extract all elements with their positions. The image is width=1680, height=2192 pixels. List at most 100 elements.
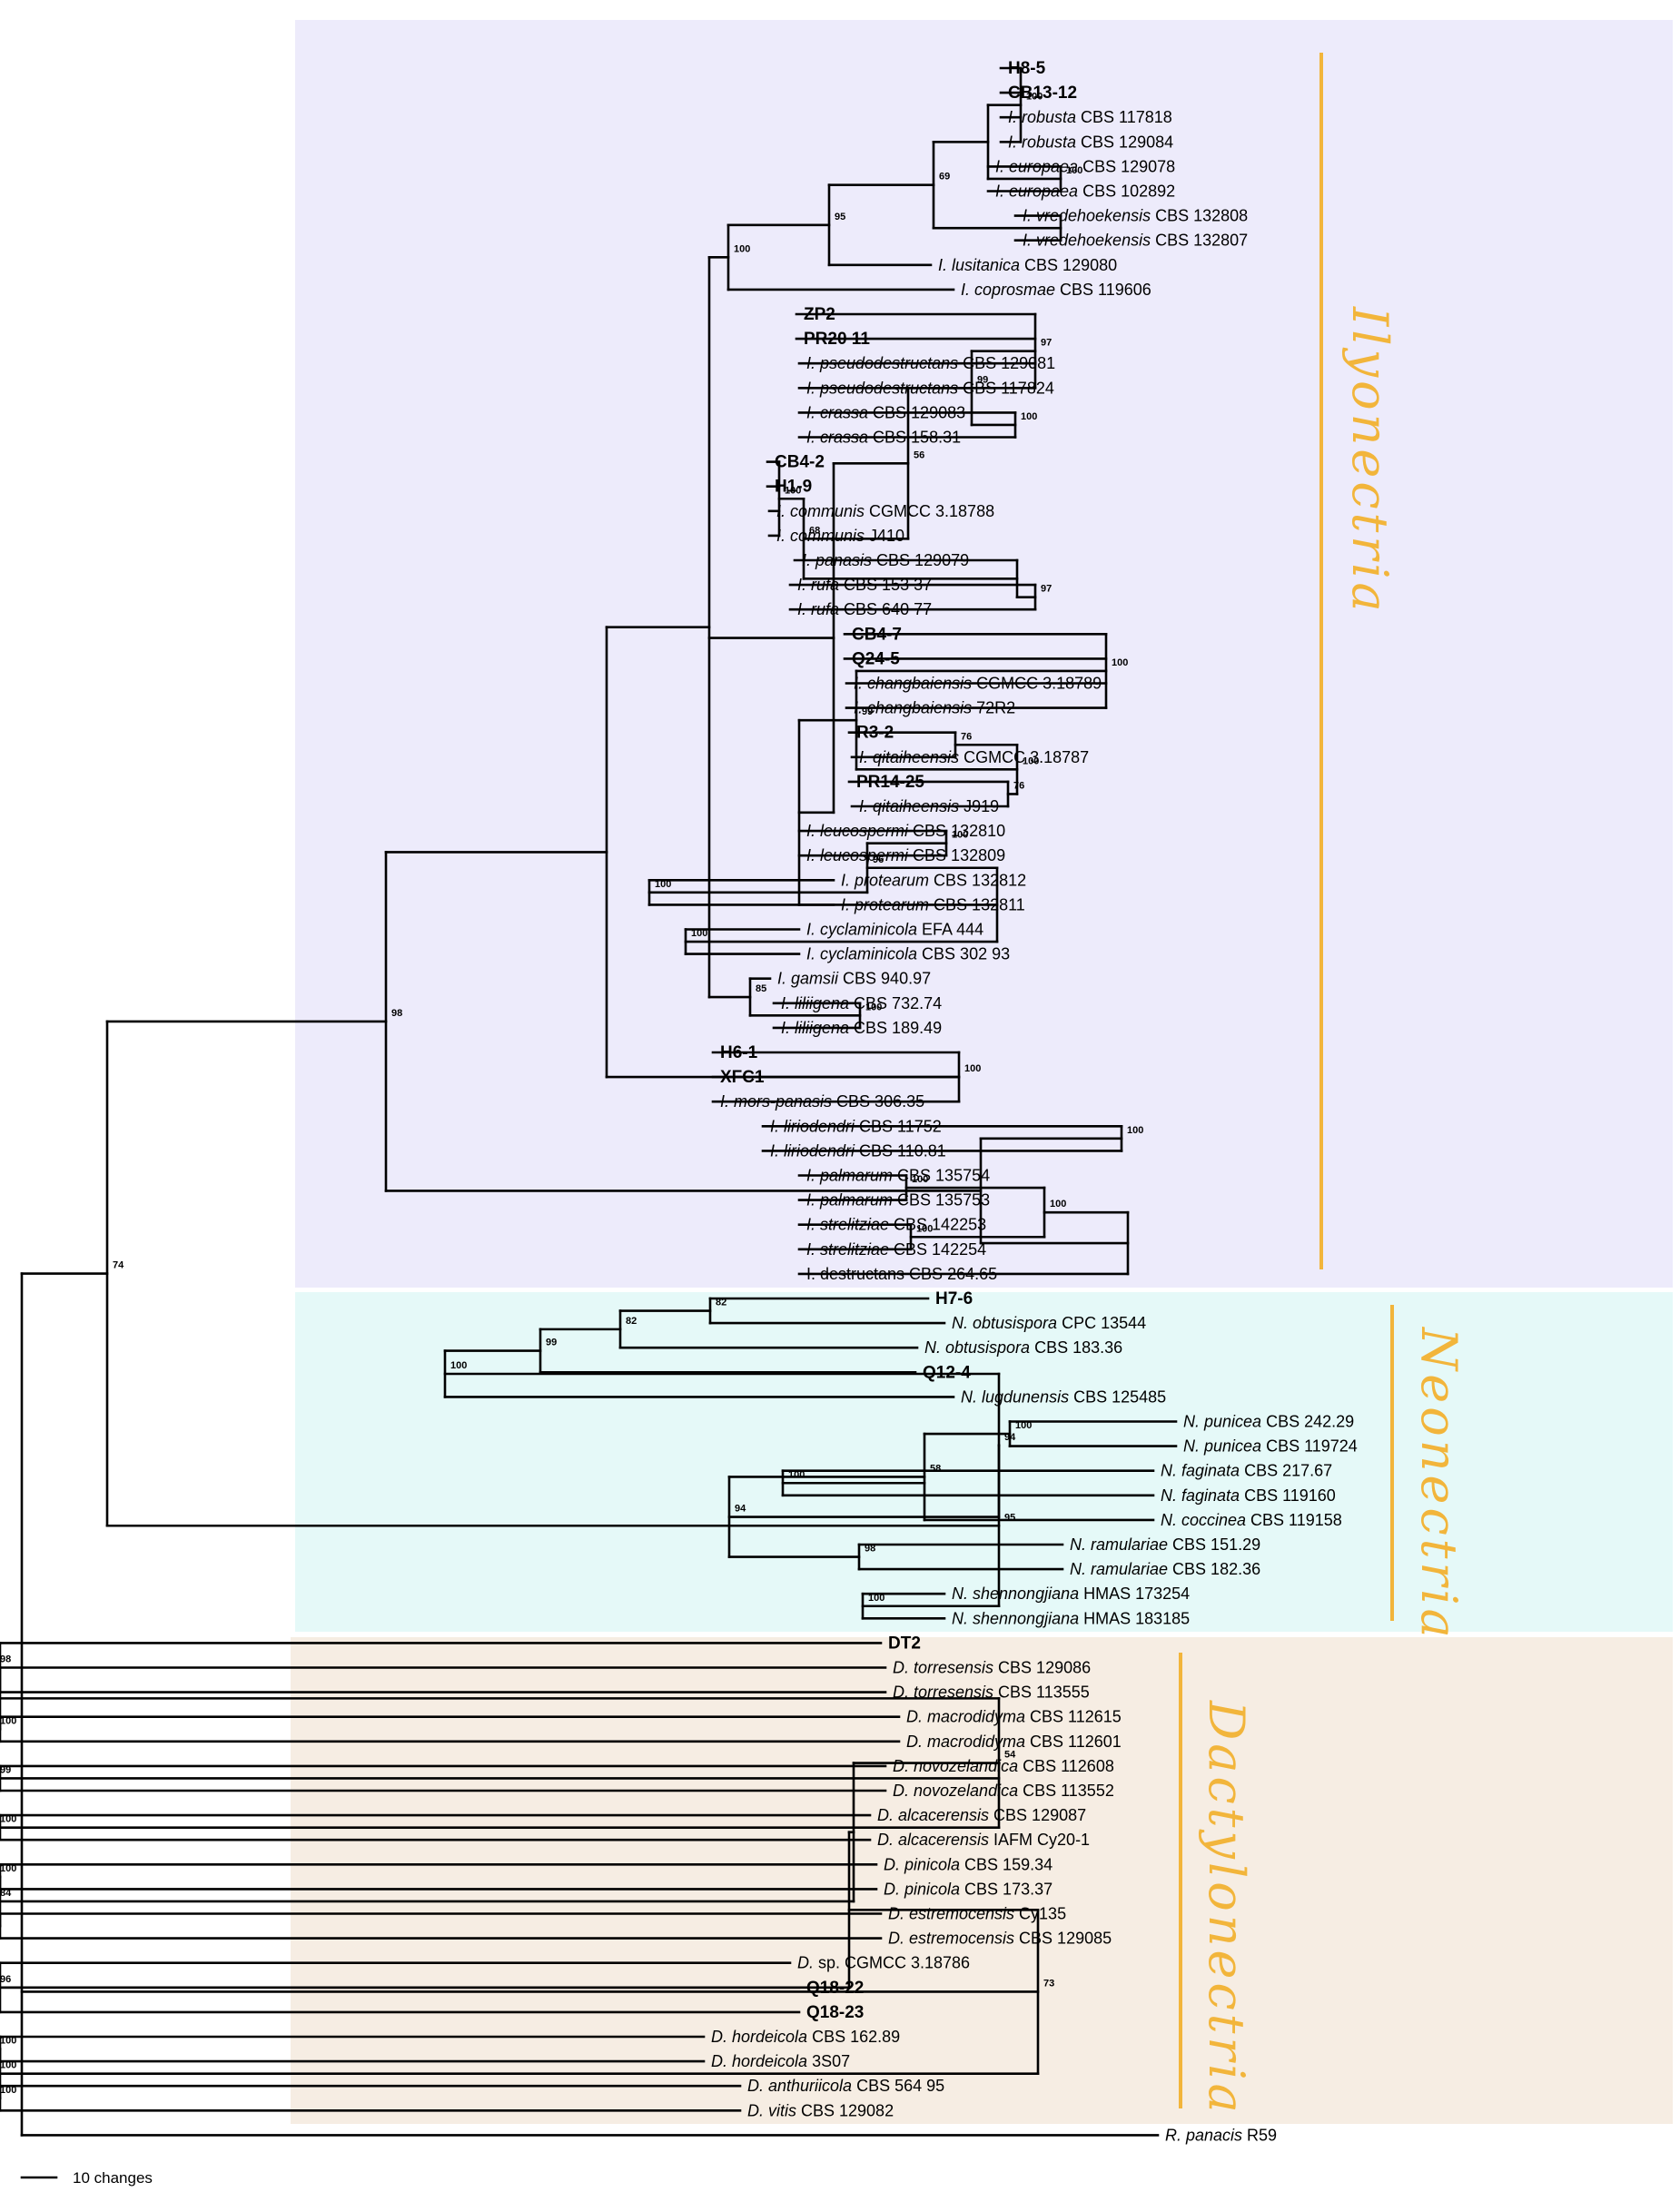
tip-strain-code: CGMCC 3.18787 xyxy=(959,748,1089,766)
support-value: 99 xyxy=(862,706,873,717)
tip-label-DT2: DT2 xyxy=(888,1634,921,1653)
tip-strain-code: CBS 117824 xyxy=(958,379,1054,397)
tip-label-ivre1: I. vredehoekensis CBS 132808 xyxy=(1023,207,1248,225)
clade-box-neonectria xyxy=(295,1292,1673,1632)
tip-species-name: I. gamsii xyxy=(777,970,839,988)
support-value: 68 xyxy=(809,525,820,536)
support-value: 100 xyxy=(1023,755,1039,766)
tip-strain-code: 72R2 xyxy=(972,699,1015,717)
tip-species-name: I. leucospermi xyxy=(806,822,909,840)
tip-strain-code: Q12-4 xyxy=(923,1363,971,1382)
tip-label-dest1: D. estremocensis Cy135 xyxy=(888,1905,1066,1923)
tip-label-ilir2: I. liriodendri CBS 110.81 xyxy=(770,1141,946,1160)
tip-label-nfag2: N. faginata CBS 119160 xyxy=(1161,1486,1336,1505)
support-value: 100 xyxy=(1066,165,1082,176)
tip-label-dtor2: D. torresensis CBS 113555 xyxy=(893,1683,1090,1702)
tip-label-iqit2: I. qitaiheensis J919 xyxy=(859,797,999,815)
tip-label-icyc2: I. cyclaminicola CBS 302 93 xyxy=(806,945,1010,963)
tip-species-name: I. vredehoekensis xyxy=(1023,232,1151,250)
tip-strain-code: CBS 119160 xyxy=(1240,1486,1336,1505)
tip-label-nlug: N. lugdunensis CBS 125485 xyxy=(961,1387,1166,1406)
support-value: 98 xyxy=(0,1654,11,1665)
tip-label-nshe1: N. shennongjiana HMAS 173254 xyxy=(952,1585,1190,1603)
tip-strain-code: CBS 129087 xyxy=(989,1806,1086,1824)
tip-strain-code: Q18-22 xyxy=(806,1979,864,1998)
support-value: 100 xyxy=(952,830,968,841)
tip-label-icra2: I. crassa CBS 158.31 xyxy=(806,429,961,447)
tip-strain-code: CBS 242.29 xyxy=(1261,1413,1354,1431)
tip-strain-code: CBS 129082 xyxy=(796,2101,894,2119)
tip-species-name: I. pseudodestructans xyxy=(806,379,958,397)
tip-strain-code: H1-9 xyxy=(775,478,812,497)
tip-label-nfag1: N. faginata CBS 217.67 xyxy=(1161,1462,1332,1480)
tip-label-npun1: N. punicea CBS 242.29 xyxy=(1183,1413,1354,1431)
support-value: 69 xyxy=(939,172,950,183)
tip-species-name: I. changbaiensis xyxy=(854,699,972,717)
support-value: 100 xyxy=(734,243,750,254)
tip-label-ipse2: I. pseudodestructans CBS 117824 xyxy=(806,379,1054,397)
tip-label-imor: I. mors-panasis CBS 306.35 xyxy=(720,1092,924,1111)
clade-label-neonectria: Neonectria xyxy=(1410,1326,1468,1642)
tip-label-nram2: N. ramulariae CBS 182.36 xyxy=(1070,1560,1260,1578)
tip-strain-code: CGMCC 3.18789 xyxy=(972,675,1102,693)
tip-strain-code: CBS 132812 xyxy=(929,871,1026,889)
tip-label-R3-2: R3-2 xyxy=(856,724,894,743)
tip-species-name: N. punicea xyxy=(1183,1437,1261,1456)
tip-strain-code: CBS 129084 xyxy=(1076,133,1173,151)
tip-species-name: I. protearum xyxy=(841,895,929,913)
support-value: 56 xyxy=(914,449,924,460)
support-value: 95 xyxy=(835,212,845,222)
tip-label-H8-5: H8-5 xyxy=(1008,59,1046,78)
tip-species-name: D. pinicola xyxy=(884,1880,960,1898)
tip-species-name: D. estremocensis xyxy=(888,1930,1014,1948)
support-value: 73 xyxy=(1043,1978,1054,1989)
tip-label-dtor1: D. torresensis CBS 129086 xyxy=(893,1659,1091,1677)
tip-label-nobt2: N. obtusispora CBS 183.36 xyxy=(924,1338,1122,1357)
tip-species-name: I. panasis xyxy=(802,551,872,569)
tip-strain-code: CBS 732.74 xyxy=(849,994,942,1012)
tip-label-iruf2: I. rufa CBS 640 77 xyxy=(797,600,932,618)
tip-species-name: D. novozelandica xyxy=(893,1782,1018,1800)
support-value: 100 xyxy=(916,1223,933,1234)
tip-species-name: I. communis xyxy=(776,527,865,545)
support-value: 100 xyxy=(1112,657,1128,668)
support-value: 100 xyxy=(964,1063,981,1074)
tip-species-name: I. strelitziae xyxy=(806,1240,889,1259)
support-value: 100 xyxy=(0,2085,16,2096)
tip-label-H6-1: H6-1 xyxy=(720,1043,758,1062)
tip-species-name: I. europaea xyxy=(995,183,1078,201)
tip-strain-code: CBS 302 93 xyxy=(917,945,1010,963)
tip-strain-code: Cy135 xyxy=(1014,1905,1066,1923)
tip-label-CB13-12: CB13-12 xyxy=(1008,84,1077,103)
support-value: 100 xyxy=(450,1360,467,1371)
tip-label-ipro2: I. protearum CBS 132811 xyxy=(841,895,1025,913)
tip-strain-code: CBS 129081 xyxy=(958,354,1055,372)
tip-species-name: R. panacis xyxy=(1165,2126,1242,2144)
tip-label-dsp: D. sp. CGMCC 3.18786 xyxy=(797,1954,970,1972)
tip-label-dalc1: D. alcacerensis CBS 129087 xyxy=(877,1806,1086,1824)
tip-label-Q24-5: Q24-5 xyxy=(852,649,900,668)
tip-label-dvit: D. vitis CBS 129082 xyxy=(747,2101,894,2119)
tip-strain-code: I. destructans CBS 264.65 xyxy=(806,1265,997,1283)
tip-species-name: D. macrodidyma xyxy=(906,1733,1025,1751)
tip-strain-code: ZP2 xyxy=(804,305,835,324)
tip-label-dant: D. anthuriicola CBS 564 95 xyxy=(747,2077,944,2095)
tip-label-ilil2: I. liliigena CBS 189.49 xyxy=(781,1019,942,1037)
support-value: 100 xyxy=(1026,92,1043,103)
clade-box-ilyonectria xyxy=(295,20,1673,1288)
support-value: 100 xyxy=(0,1814,16,1825)
tip-strain-code: CBS 102892 xyxy=(1078,183,1175,201)
tip-label-ipan: I. panasis CBS 129079 xyxy=(802,551,969,569)
tip-label-icyc1: I. cyclaminicola EFA 444 xyxy=(806,921,983,939)
support-value: 100 xyxy=(0,2036,16,2047)
tip-species-name: I. palmarum xyxy=(806,1167,893,1185)
tip-strain-code: CBS 158.31 xyxy=(868,429,961,447)
tip-label-icha1: I. changbaiensis CGMCC 3.18789 xyxy=(854,675,1102,693)
tip-strain-code: CBS 162.89 xyxy=(807,2028,900,2046)
tip-label-dmac1: D. macrodidyma CBS 112615 xyxy=(906,1708,1122,1726)
tip-label-ipro1: I. protearum CBS 132812 xyxy=(841,871,1026,889)
tip-species-name: I. crassa xyxy=(806,429,868,447)
tip-label-nobt1: N. obtusispora CPC 13544 xyxy=(952,1314,1146,1332)
tip-species-name: I. cyclaminicola xyxy=(806,945,917,963)
tip-species-name: I. robusta xyxy=(1008,108,1076,126)
